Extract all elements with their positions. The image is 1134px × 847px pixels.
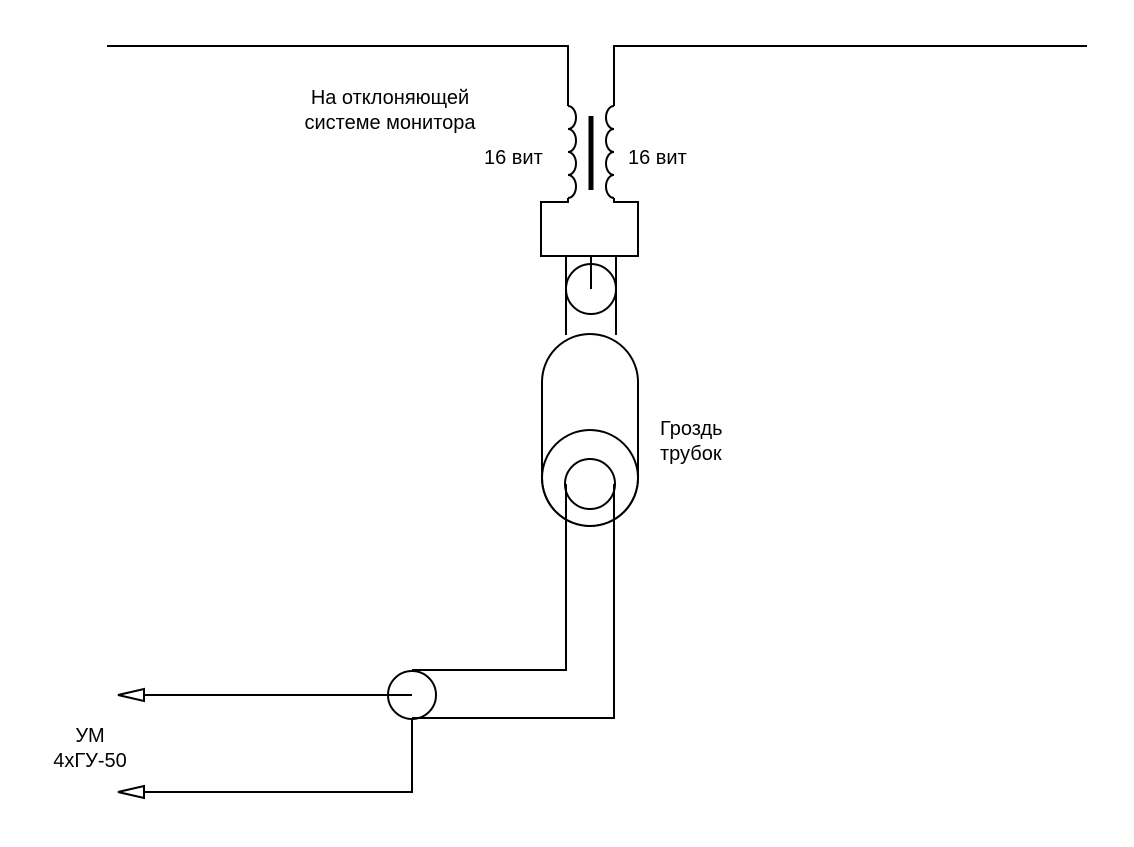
amp-lower-arrow <box>117 784 145 800</box>
tubes-label-line1: Гроздь <box>660 418 723 440</box>
top-left-line <box>107 45 569 106</box>
top-right-line <box>613 45 1087 106</box>
transformer-title-line2: системе монитора <box>304 112 476 134</box>
right-winding-coil <box>605 105 615 199</box>
amplifier-label-line2: 4хГУ-50 <box>53 750 127 772</box>
right-winding-label: 16 вит <box>628 147 687 169</box>
amp-upper-arrow <box>117 687 145 703</box>
left-winding-coil <box>567 105 577 199</box>
tubes-label-line2: трубок <box>660 443 722 465</box>
winding-loop <box>540 198 639 257</box>
transformer-title-line1: На отклоняющей <box>311 87 469 109</box>
coax-inner-conductor <box>412 484 567 671</box>
left-winding-label: 16 вит <box>484 147 543 169</box>
coax-outer-conductor <box>412 484 615 719</box>
amp-lower-line <box>144 719 413 793</box>
tube-cluster-outer-ring <box>541 429 639 527</box>
amplifier-label-line1: УМ <box>75 725 104 747</box>
tube-cluster-inner-ring <box>564 458 616 510</box>
